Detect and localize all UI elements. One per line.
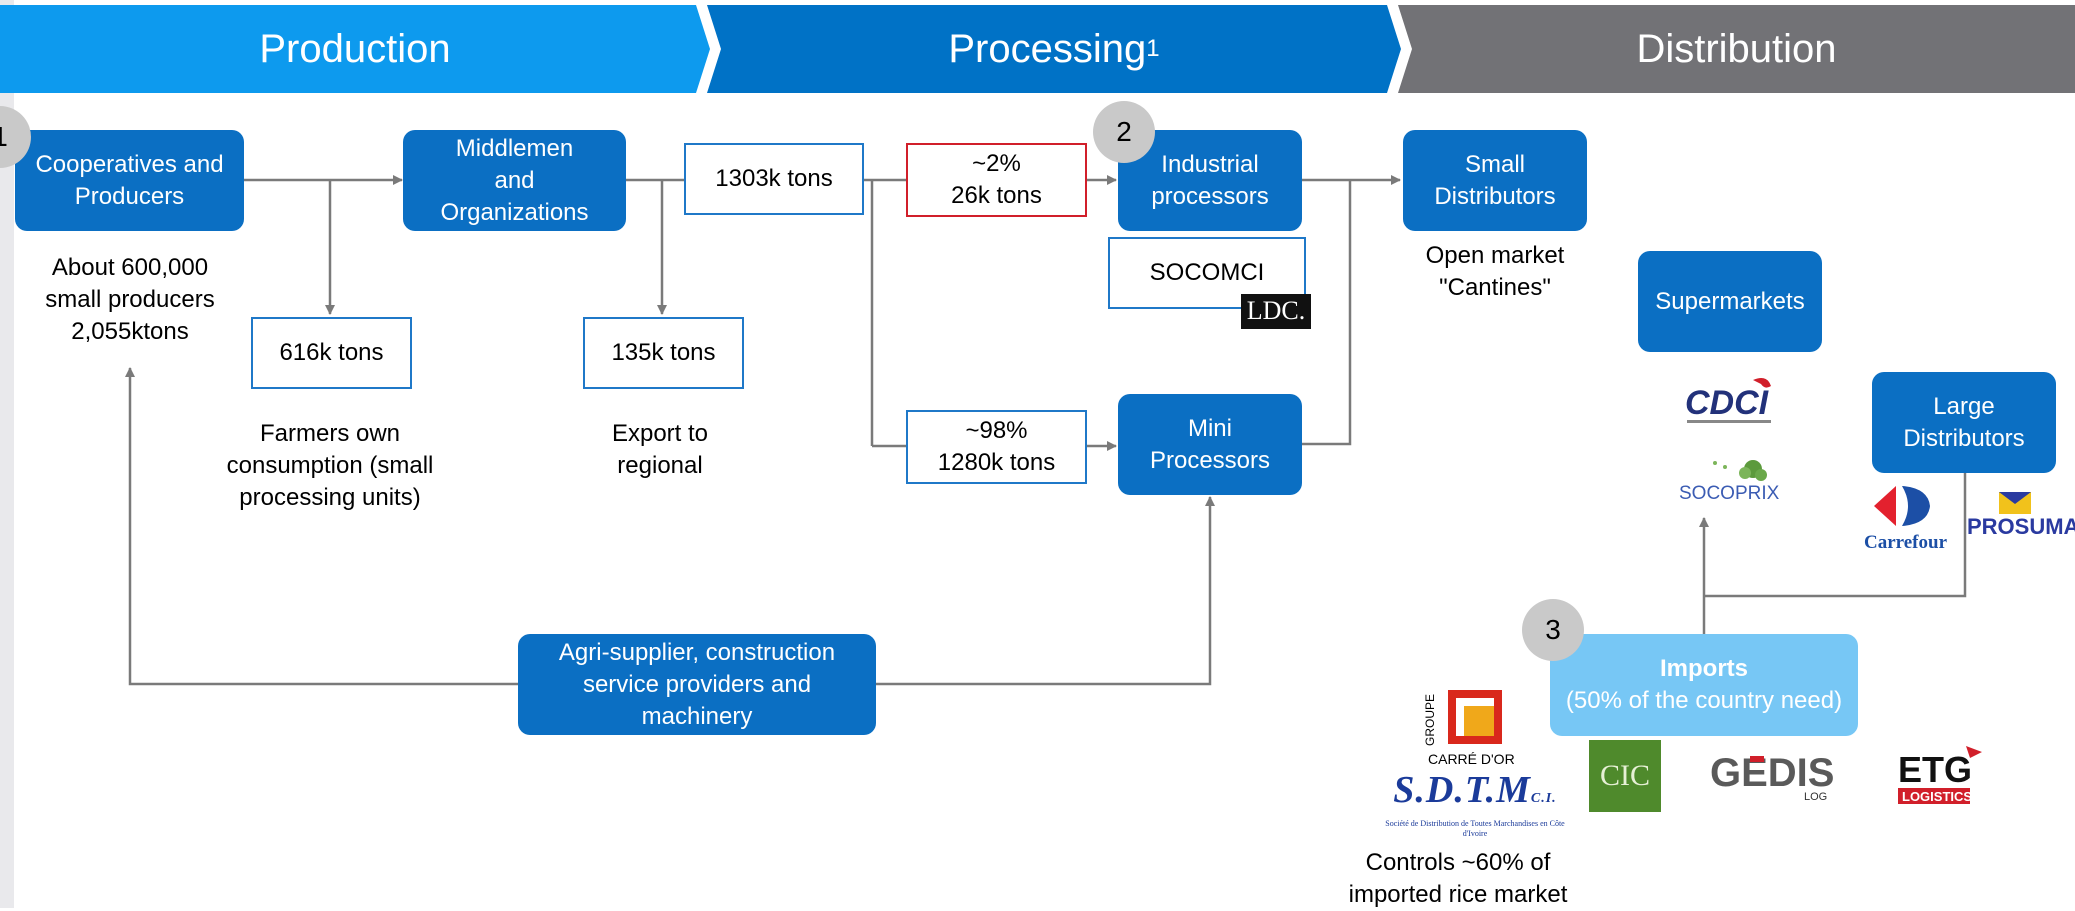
node-imports: Imports (50% of the country need) [1550,634,1858,736]
flow-industrial-share: ~2% 26k tons [906,143,1087,217]
flow-mini-share-tons: 1280k tons [937,449,1056,476]
flow-total-value: 1303k tons [715,165,833,192]
flow-industrial-share-pct: ~2% [972,150,1021,177]
line-mini-to-distributors [1302,180,1352,446]
svg-text:PROSUMA: PROSUMA [1967,514,2075,539]
prosuma-logo: PROSUMA [1967,492,2075,539]
note-producers-line3: 2,055ktons [71,318,189,345]
note-producers: About 600,000 small producers 2,055ktons [20,252,240,348]
band-distribution-label: Distribution [1636,26,1837,71]
note-open-market-line1: Open market [1425,242,1565,269]
node-small-distributors-label: Small Distributors [1434,150,1556,210]
flow-mini-share: ~98% 1280k tons [906,410,1087,484]
flow-own-consumption: 616k tons [251,317,412,389]
svg-text:LOG: LOG [1804,791,1827,803]
flow-total: 1303k tons [684,143,864,215]
node-cooperatives-label: Cooperatives and Producers [35,150,224,210]
node-supermarkets-label: Supermarkets [1655,287,1805,315]
node-industrial-label: Industrial processors [1151,150,1269,210]
badge-3: 3 [1522,599,1584,661]
flow-own-consumption-value: 616k tons [279,339,384,366]
socoprix-logo: SOCOPRIX [1679,460,1780,504]
note-imports-control: Controls ~60% of imported rice market [1348,849,1568,908]
svg-text:ETG: ETG [1898,749,1972,790]
svg-text:SOCOPRIX: SOCOPRIX [1679,483,1780,504]
cic-logo: CIC [1589,740,1661,812]
node-middlemen: Middlemen and Organizations [403,130,626,231]
flow-export-value: 135k tons [611,339,716,366]
svg-text:LOGISTICS: LOGISTICS [1902,789,1972,804]
left-edge-strip [0,0,14,908]
node-agri-supplier: Agri-supplier, construction service prov… [518,634,876,735]
sdtm-logo: S.D.T.MC.I. Société de Distribution de T… [1385,769,1565,838]
node-large-distributors: Large Distributors [1872,372,2056,473]
band-production: Production [0,5,710,93]
node-cooperatives: Cooperatives and Producers [15,130,244,231]
svg-text:Carrefour: Carrefour [1864,532,1948,553]
note-open-market: Open market "Cantines" [1390,240,1600,304]
node-agri-supplier-label: Agri-supplier, construction service prov… [558,638,836,730]
note-open-market-line2: "Cantines" [1439,274,1551,301]
node-large-distributors-label: Large Distributors [1903,392,2025,452]
gedis-logo: GEDIS LOG [1710,751,1834,803]
ldc-logo: LDC. [1241,294,1311,329]
note-producers-line2: small producers [45,286,215,313]
band-distribution: Distribution [1398,5,2075,93]
note-producers-line1: About 600,000 [51,254,209,281]
node-small-distributors: Small Distributors [1403,130,1587,231]
band-production-label: Production [259,26,451,71]
svg-text:GROUPE: GROUPE [1423,694,1437,746]
node-mini-processors: Mini Processors [1118,394,1302,495]
svg-text:CARRÉ D'OR: CARRÉ D'OR [1428,751,1515,767]
node-industrial-processors: Industrial processors [1118,130,1302,231]
arrow-imports-to-large-distributors [1704,437,1970,598]
carrefour-logo: Carrefour [1864,486,1948,553]
node-supermarkets: Supermarkets [1638,251,1822,352]
arrow-supplier-to-producers [125,367,518,686]
cdci-logo: CDCI [1685,378,1771,423]
etg-logo: ETG LOGISTICS [1898,746,1982,804]
arrow-supplier-to-mini [876,496,1215,686]
note-own-consumption: Farmers own consumption (small processin… [226,420,434,511]
carre-dor-logo: GROUPE CARRÉ D'OR [1423,690,1515,767]
flow-industrial-share-tons: 26k tons [951,182,1042,209]
flow-mini-share-pct: ~98% [965,417,1028,444]
svg-text:CDCI: CDCI [1685,384,1770,422]
note-export: Export to regional [611,420,709,479]
badge-2: 2 [1093,101,1155,163]
node-imports-title: Imports [1659,655,1748,682]
node-imports-subtitle: (50% of the country need) [1565,687,1843,714]
socomci-label: SOCOMCI [1149,259,1265,286]
flow-export: 135k tons [583,317,744,389]
node-middlemen-label: Middlemen and Organizations [440,134,589,226]
svg-text:GEDIS: GEDIS [1710,751,1834,795]
band-processing-label: Processing [948,26,1147,71]
node-mini-label: Mini Processors [1149,414,1271,474]
